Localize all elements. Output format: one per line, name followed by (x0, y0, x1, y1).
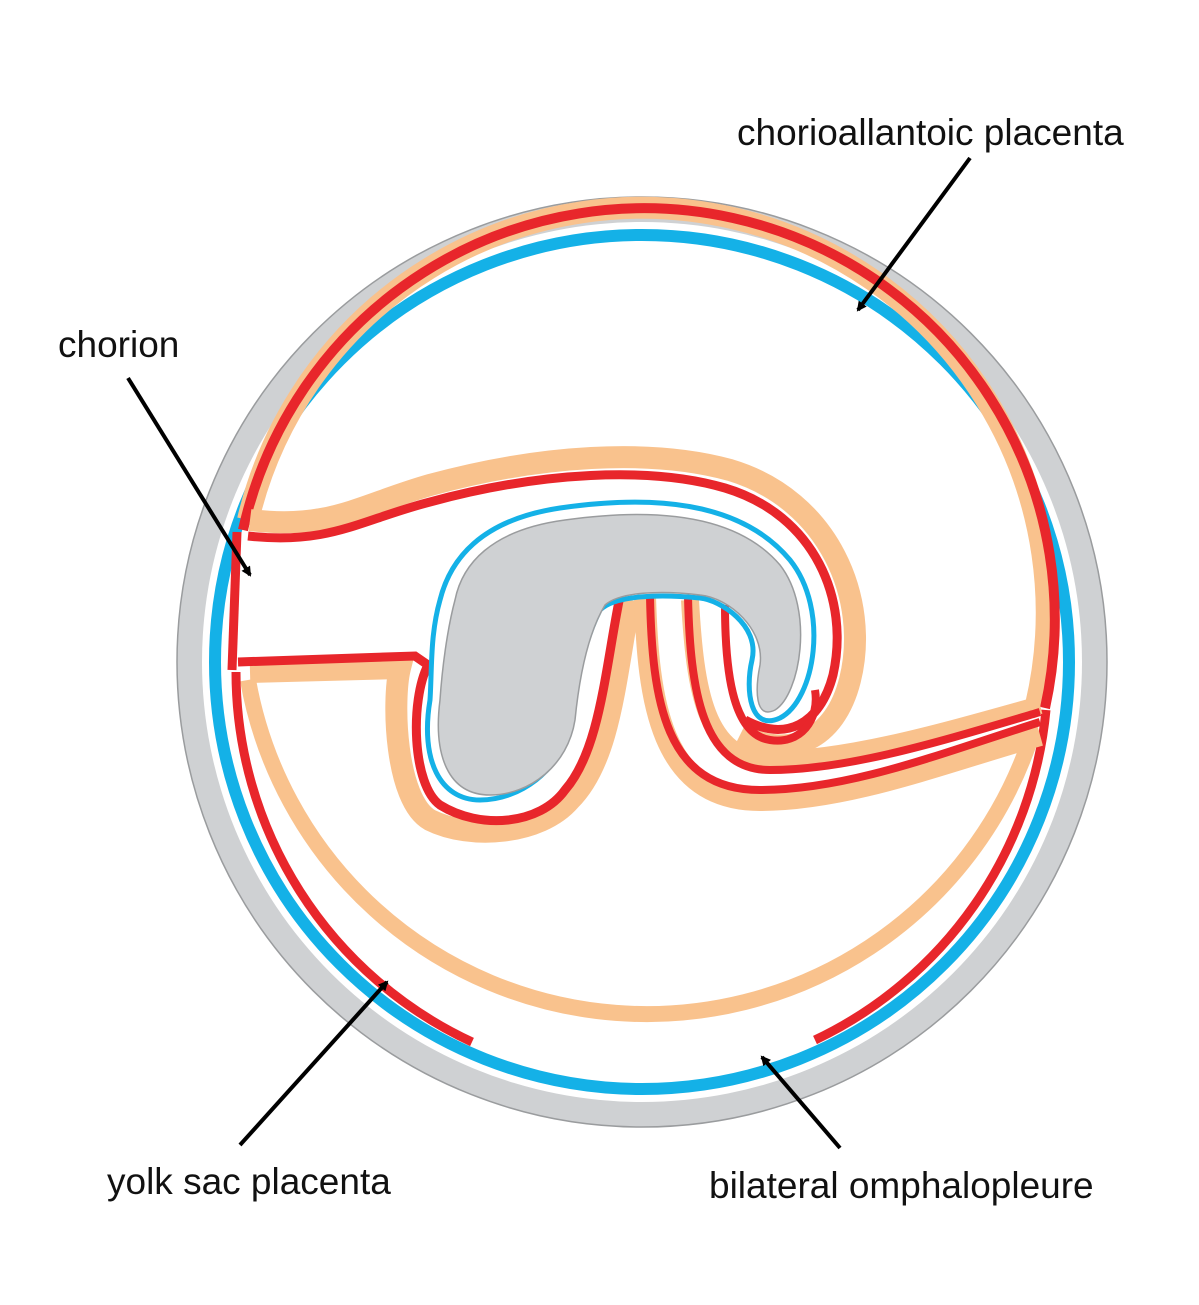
stalk-outer-red (646, 595, 1042, 795)
maternal-epithelium (209, 229, 1075, 1095)
stalk-outer-orange (634, 595, 1043, 812)
allantois-upper-red (247, 470, 842, 734)
label-chorioallantoic-placenta: chorioallantoic placenta (737, 112, 1124, 153)
stalk-loop-red (721, 604, 820, 745)
stalk-inner-red (684, 595, 1042, 775)
chorion-red-band (238, 203, 1060, 710)
allantois-lower-orange (249, 597, 641, 843)
yolk-sac-placenta-left (231, 671, 474, 1047)
bilateral-omphalopleure-band (240, 678, 1038, 1023)
yolk-sac-placenta-arrow (238, 980, 389, 1147)
allantois-lower-red (237, 595, 625, 826)
chorion-arrow (126, 376, 252, 577)
allantois-upper-orange (248, 446, 866, 757)
yolk-sac-placenta-right (813, 709, 1051, 1045)
bilateral-omphalopleure-arrow (760, 1055, 842, 1150)
chorioallantoic-placenta-arrow (856, 156, 972, 312)
label-yolk-sac-placenta: yolk sac placenta (107, 1161, 391, 1202)
embryo (437, 513, 802, 796)
label-bilateral-omphalopleure: bilateral omphalopleure (709, 1165, 1094, 1206)
amnion (424, 499, 817, 803)
label-chorion: chorion (58, 324, 180, 365)
